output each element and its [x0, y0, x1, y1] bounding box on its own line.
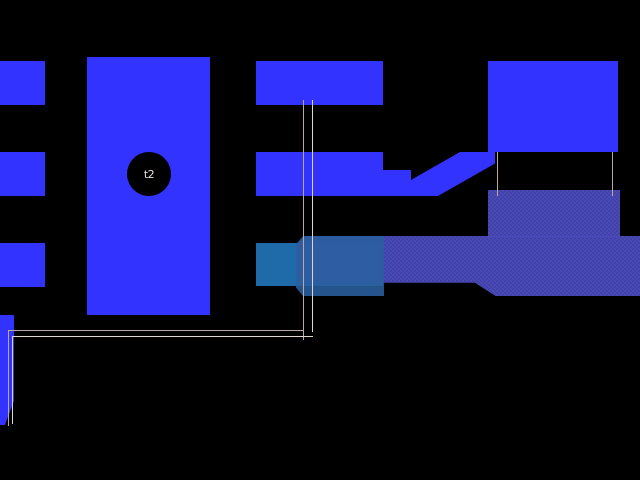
via-marker-t2[interactable]: t2 [127, 152, 171, 196]
guide-line-horizontal-2 [12, 336, 313, 337]
selection-overlay-teal[interactable] [296, 236, 384, 296]
metal-tab-1[interactable] [0, 61, 45, 105]
metal-jog-diagonal[interactable] [403, 152, 495, 196]
guide-line-left-1 [8, 330, 9, 426]
guide-line-right-1 [497, 152, 498, 196]
metal-tab-3[interactable] [0, 243, 45, 287]
guide-line-vertical-1 [303, 100, 304, 340]
metal-tab-2[interactable] [0, 152, 45, 196]
guide-line-horizontal-1 [8, 330, 304, 331]
guide-line-right-2 [612, 152, 613, 196]
guide-line-left-2 [12, 336, 13, 424]
via-label: t2 [143, 167, 155, 181]
guide-line-vertical-2 [312, 100, 313, 332]
metal-block-right[interactable] [488, 61, 618, 152]
selection-overlay-upper[interactable] [488, 190, 620, 237]
metal-strip-left[interactable] [0, 315, 14, 425]
metal-bar-middle[interactable] [256, 152, 383, 196]
metal-bar-top[interactable] [256, 61, 383, 105]
